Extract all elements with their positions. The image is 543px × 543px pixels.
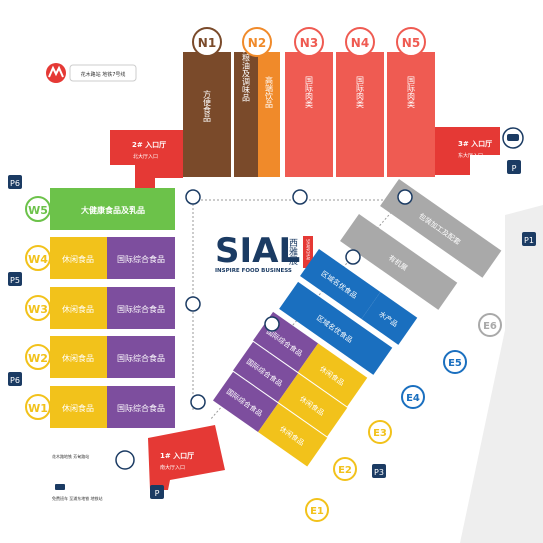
bus-icon <box>345 249 361 265</box>
hall-e5-a[interactable] <box>300 248 381 320</box>
w2-right-label: 国际综合食品 <box>117 353 165 363</box>
hall-e1-b[interactable] <box>258 403 328 467</box>
sial-logo: SIAL INSPIRE FOOD BUSINESS 西雅展 SHANGHAI <box>215 231 313 274</box>
hall-n3[interactable] <box>285 52 333 177</box>
bus-icon <box>185 296 201 312</box>
hall-w5-id: W5 <box>28 204 48 217</box>
bus-icon <box>185 189 201 205</box>
parking-p1: P1 <box>524 236 534 245</box>
hall-e6[interactable] <box>340 213 458 310</box>
hall-2-sub: 北大厅入口 <box>133 153 158 160</box>
bus-stops <box>115 189 413 470</box>
hall-e1-a[interactable] <box>212 371 279 433</box>
hall-e2-id: E2 <box>338 465 352 476</box>
metro-label: 花木路站 地铁7号线 <box>81 71 126 78</box>
hall-w5[interactable]: 大健康食品及乳品 W5 <box>25 188 175 230</box>
bus-icon <box>190 394 206 410</box>
metro-icon <box>115 450 135 470</box>
logo-tagline: INSPIRE FOOD BUSINESS <box>215 268 292 274</box>
metro-sign: 花木路站 地铁7号线 <box>46 63 137 83</box>
hall-w1-id: W1 <box>28 402 48 415</box>
w1-left-label: 休闲食品 <box>62 403 94 413</box>
hall-e7[interactable] <box>380 178 502 278</box>
logo-tag: SHANGHAI <box>306 239 311 260</box>
parking-p5: P5 <box>10 276 20 285</box>
north-halls: 方便食品 N1 方便食品,粮油及调味品 高端饮品 N2 国际肉类 N3 国际肉类… <box>183 18 435 177</box>
hall-n5-id: N5 <box>402 36 420 50</box>
w3-left-label: 休闲食品 <box>62 304 94 314</box>
hall-3-title: 3# 入口厅 <box>458 140 492 148</box>
hall-n2-right-label: 高端饮品 <box>265 75 274 109</box>
logo-text: SIAL <box>215 231 300 271</box>
hall-n2-left-label: 方便食品,粮油及调味品 <box>242 18 251 103</box>
hall-n2-id: N2 <box>248 36 266 50</box>
bus-icon <box>397 189 413 205</box>
hall-w3-id: W3 <box>28 303 48 316</box>
w4-right-label: 国际综合食品 <box>117 254 165 264</box>
hall-e2-a[interactable] <box>232 341 299 403</box>
hall-e1-id: E1 <box>310 506 324 517</box>
hall-e2-b[interactable] <box>278 373 348 437</box>
hall-w4-id: W4 <box>28 253 48 266</box>
hall-n2-left[interactable] <box>234 52 258 177</box>
parking-vip-east: P <box>512 164 517 173</box>
hall-e4-id: E4 <box>406 393 420 404</box>
parking-p3: P3 <box>374 468 384 477</box>
hall-n5-label: 国际肉类 <box>407 76 416 109</box>
legend: 花木路地铁 芳甸路站 免费班车 至浦东地铁 地铁站 <box>52 453 103 501</box>
bus-icon <box>55 484 65 490</box>
hall-n4[interactable] <box>336 52 384 177</box>
parking-p6-a: P6 <box>10 179 20 188</box>
bus-icon <box>292 189 308 205</box>
hall-e5-id: E5 <box>448 358 462 369</box>
hall-e5-b[interactable] <box>361 291 418 345</box>
parking-p6-b: P6 <box>10 376 20 385</box>
hall-e3-b[interactable] <box>298 343 368 407</box>
legend-metro: 花木路地铁 芳甸路站 <box>52 453 89 459</box>
hall-n4-label: 国际肉类 <box>356 76 365 109</box>
hall-e3-id: E3 <box>373 428 387 439</box>
logo-cn: 西雅展 <box>287 238 298 266</box>
entrance-hall-2[interactable]: 2# 入口厅 北大厅入口 <box>110 130 183 190</box>
hall-n1[interactable] <box>183 52 231 177</box>
hall-w5-label: 大健康食品及乳品 <box>81 205 145 215</box>
hall-1-sub: 南大厅入口 <box>160 464 185 471</box>
hall-w2-id: W2 <box>28 352 48 365</box>
hall-n2-right[interactable] <box>258 52 280 177</box>
bus-icon <box>264 316 280 332</box>
hall-n5[interactable] <box>387 52 435 177</box>
hall-e6-id: E6 <box>483 321 497 332</box>
entrance-hall-3[interactable]: 3# 入口厅 东大厅入口 <box>435 127 524 175</box>
hall-n3-id: N3 <box>300 36 318 50</box>
w4-left-label: 休闲食品 <box>62 254 94 264</box>
west-halls: 休闲食品 国际综合食品 W4 休闲食品 国际综合食品 W3 休闲食品 国际综合食… <box>25 237 175 428</box>
w3-right-label: 国际综合食品 <box>117 304 165 314</box>
hall-n4-id: N4 <box>351 36 369 50</box>
hall-n1-id: N1 <box>198 36 216 50</box>
parking-vip-south: P <box>155 489 160 498</box>
hall-2-title: 2# 入口厅 <box>132 141 166 149</box>
w2-left-label: 休闲食品 <box>62 353 94 363</box>
legend-bus: 免费班车 至浦东地铁 地铁站 <box>52 495 103 501</box>
hall-3-sub: 东大厅入口 <box>458 152 483 159</box>
hall-n3-label: 国际肉类 <box>305 76 314 109</box>
entrance-hall-1[interactable]: 1# 入口厅 南大厅入口 <box>148 425 225 490</box>
parking-signs: P6 P5 P6 P3 P1 P P <box>8 160 536 499</box>
hall-e4[interactable] <box>279 281 393 375</box>
w1-right-label: 国际综合食品 <box>117 403 165 413</box>
hall-n1-label: 方便食品 <box>203 89 212 123</box>
hall-1-title: 1# 入口厅 <box>160 452 194 460</box>
